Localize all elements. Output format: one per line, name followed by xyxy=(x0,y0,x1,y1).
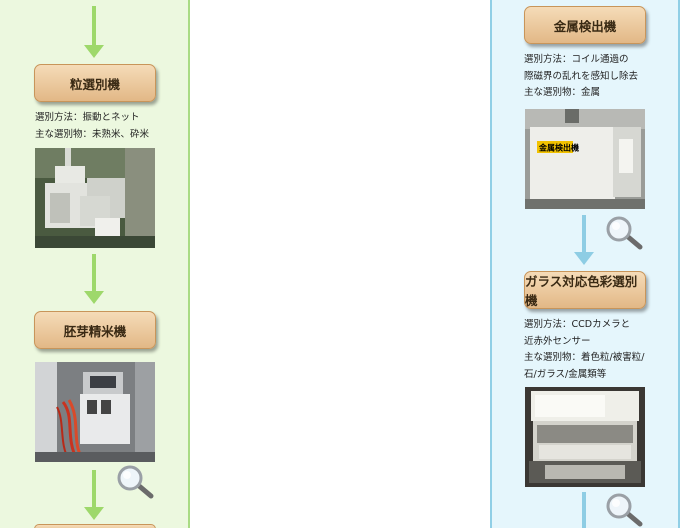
down-arrow-icon xyxy=(84,470,104,520)
rice-sorter-photo xyxy=(35,148,155,248)
rice-sorter-description: 選別方法：振動とネット 主な選別物：未熟米、砕米 xyxy=(35,112,150,140)
magnifier-icon[interactable] xyxy=(604,492,644,528)
color-sorter-photo xyxy=(525,387,645,487)
metal-detector-description: 選別方法：コイル通過の 際磁界の乱れを感知し除去 主な選別物：金属 xyxy=(524,54,639,98)
color-sorter-description: 選別方法：CCDカメラと 近赤外センサー 主な選別物：着色粒/被害粒/ 石/ガラ… xyxy=(524,319,645,380)
metal-detector-photo: 金属検出機 xyxy=(525,109,645,209)
germ-polisher-photo xyxy=(35,362,155,462)
svg-text:金属検出機: 金属検出機 xyxy=(538,143,579,153)
magnifier-icon[interactable] xyxy=(115,464,155,500)
down-arrow-icon xyxy=(84,6,104,58)
down-arrow-icon xyxy=(574,215,594,265)
metal-detector-title: 金属検出機 xyxy=(553,18,617,34)
down-arrow-icon xyxy=(84,254,104,304)
down-arrow-icon xyxy=(574,492,594,528)
magnifier-icon[interactable] xyxy=(604,215,644,251)
left-flow-column: 粒選別機 選別方法：振動とネット 主な選別物：未熟米、砕米 胚芽精米機 xyxy=(0,0,190,528)
germ-polisher-button[interactable]: 胚芽精米機 xyxy=(34,311,156,349)
color-sorter-title: ガラス対応色彩選別機 xyxy=(525,274,638,308)
right-flow-column: 金属検出機 選別方法：コイル通過の 際磁界の乱れを感知し除去 主な選別物：金属 … xyxy=(490,0,680,528)
metal-detector-button[interactable]: 金属検出機 xyxy=(524,6,646,44)
color-sorter-button[interactable]: ガラス対応色彩選別機 xyxy=(524,271,646,309)
rice-sorter-button[interactable]: 粒選別機 xyxy=(34,64,156,102)
next-step-button[interactable] xyxy=(34,524,156,528)
germ-polisher-title: 胚芽精米機 xyxy=(63,323,127,339)
rice-sorter-title: 粒選別機 xyxy=(69,76,120,92)
